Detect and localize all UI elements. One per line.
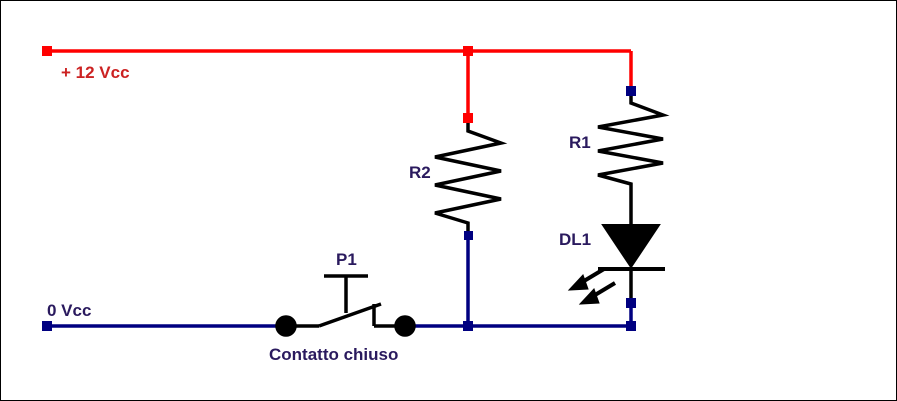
dl1-diode-triangle [601,224,661,269]
node-r2-top [463,113,473,123]
dl1-led [567,224,665,305]
connection-nodes [42,46,636,331]
r1-resistor [597,91,670,224]
label-switch-state: Contatto chiuso [269,345,398,364]
node-dl1-bottom [626,298,636,308]
node-positive-junction [463,46,473,56]
light-arrow-2-head [578,288,600,305]
r2-resistor [434,118,508,236]
label-positive-supply: + 12 Vcc [61,63,130,82]
label-r2: R2 [409,163,431,182]
label-dl1: DL1 [559,230,591,249]
r2-zigzag [434,118,508,236]
node-ground-junction [463,321,473,331]
p1-pushbutton [275,274,416,337]
light-arrow-1-head [567,274,589,291]
p1-terminal-left [275,315,297,337]
p1-terminal-right [394,315,416,337]
node-positive-start [42,46,52,56]
label-r1: R1 [569,133,591,152]
node-ground-start [42,321,52,331]
node-r1-top [626,86,636,96]
label-p1: P1 [336,250,357,269]
label-zero-supply: 0 Vcc [47,301,91,320]
r1-zigzag [597,91,670,224]
p1-contact-blade [318,302,382,328]
node-ground-end [626,321,636,331]
ground-rail [47,236,633,328]
node-r2-bottom [464,231,473,240]
positive-rail [47,49,633,118]
